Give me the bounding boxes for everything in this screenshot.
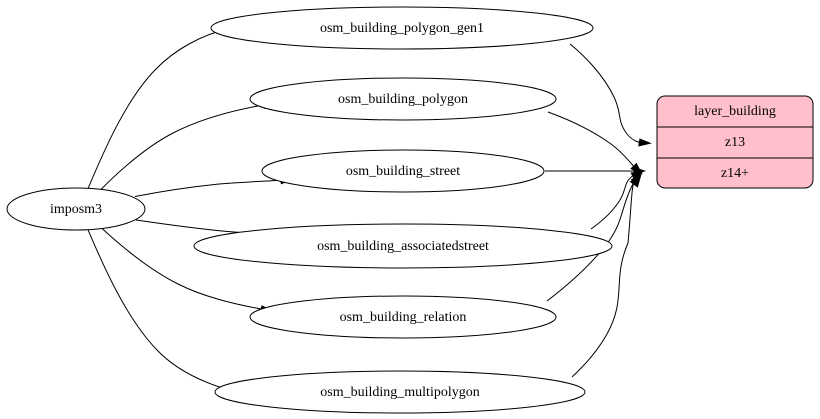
node-osm-building-street-label: osm_building_street <box>346 164 460 179</box>
edge-osm-building-polygon-to-layer-building-z14 <box>547 111 643 175</box>
node-layer-building[interactable]: layer_building z13 z14+ <box>656 95 814 189</box>
node-imposm3[interactable]: imposm3 <box>6 187 146 231</box>
node-osm-building-multipolygon-shape[interactable] <box>214 370 586 414</box>
node-layer-building-shape[interactable] <box>656 95 814 189</box>
layer-building-title: layer_building <box>694 104 776 119</box>
node-osm-building-associatedstreet-label: osm_building_associatedstreet <box>317 239 489 254</box>
node-osm-building-relation[interactable]: osm_building_relation <box>249 295 557 339</box>
node-osm-building-multipolygon-label: osm_building_multipolygon <box>320 385 479 400</box>
node-osm-building-relation-shape[interactable] <box>249 295 557 339</box>
edge-imposm3-to-osm-building-polygon <box>99 100 276 191</box>
edge-imposm3-to-osm-building-polygon-gen1 <box>87 24 240 189</box>
node-osm-building-polygon[interactable]: osm_building_polygon <box>249 77 557 121</box>
edge-imposm3-to-osm-building-street <box>134 176 293 197</box>
node-osm-building-street-shape[interactable] <box>261 149 545 193</box>
edge-osm-building-street-to-layer-building-z14 <box>545 166 647 176</box>
node-osm-building-associatedstreet[interactable]: osm_building_associatedstreet <box>193 223 613 269</box>
edge-osm-building-polygon-gen1-to-layer-building-z13 <box>569 43 652 147</box>
node-osm-building-polygon-label: osm_building_polygon <box>338 92 468 107</box>
node-osm-building-relation-label: osm_building_relation <box>340 310 467 325</box>
layer-building-row-z14plus[interactable]: z14+ <box>721 166 749 181</box>
node-osm-building-associatedstreet-shape[interactable] <box>193 223 613 269</box>
node-osm-building-multipolygon[interactable]: osm_building_multipolygon <box>214 370 586 414</box>
edge-osm-building-associatedstreet-to-layer-building-z14 <box>590 171 644 230</box>
node-osm-building-polygon-shape[interactable] <box>249 77 557 121</box>
node-osm-building-polygon-gen1-shape[interactable] <box>210 6 594 50</box>
edge-osm-building-multipolygon-to-layer-building-z14 <box>571 174 640 378</box>
node-osm-building-polygon-gen1[interactable]: osm_building_polygon_gen1 <box>210 6 594 50</box>
node-imposm3-shape[interactable] <box>6 187 146 231</box>
edge-group-tables-to-layer <box>545 43 652 378</box>
node-osm-building-street[interactable]: osm_building_street <box>261 149 545 193</box>
node-osm-building-polygon-gen1-label: osm_building_polygon_gen1 <box>320 21 484 36</box>
layer-building-row-z13[interactable]: z13 <box>725 135 745 150</box>
node-imposm3-label: imposm3 <box>50 202 102 217</box>
